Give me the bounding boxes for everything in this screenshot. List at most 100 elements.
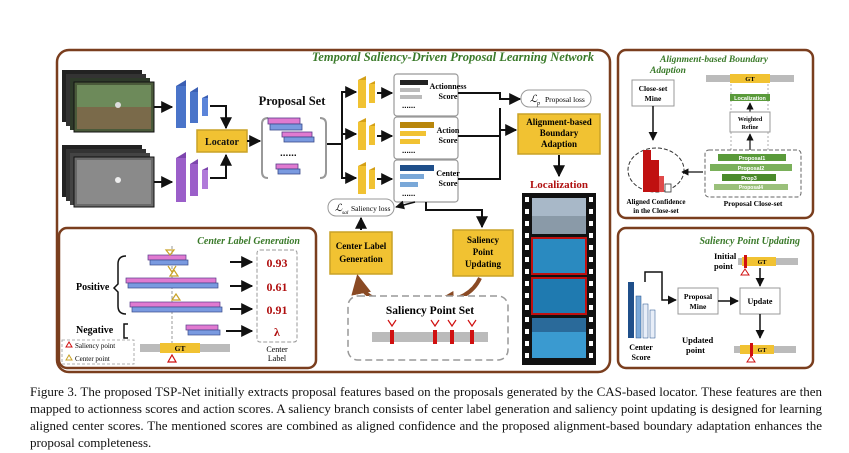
svg-text:Proposal Close-set: Proposal Close-set (724, 199, 783, 208)
svg-text:Saliency point: Saliency point (75, 342, 115, 350)
svg-text:Updated: Updated (682, 335, 713, 345)
center-label-value-2: 0.61 (267, 280, 288, 294)
svg-text:Alignment-based: Alignment-based (526, 117, 592, 127)
svg-text:Adaption: Adaption (541, 139, 577, 149)
svg-text:Adaption: Adaption (649, 66, 686, 76)
closeset-mine-box (631, 79, 675, 107)
svg-text:......: ...... (280, 148, 297, 159)
svg-text:......: ...... (402, 101, 415, 110)
svg-text:Localization: Localization (734, 96, 766, 102)
svg-text:Center point: Center point (75, 355, 110, 363)
svg-text:Saliency: Saliency (467, 235, 500, 245)
svg-text:Score: Score (632, 353, 651, 362)
svg-text:ℒ: ℒ (335, 203, 343, 214)
center-label-value-1: 0.93 (267, 256, 288, 270)
svg-text:GT: GT (175, 344, 186, 353)
svg-text:......: ...... (402, 189, 415, 198)
update-box (739, 287, 781, 315)
actionness-label-1: Actionness (430, 82, 467, 91)
svg-text:Aligned Confidence: Aligned Confidence (627, 198, 686, 206)
saliency-loss: ℒ sal Saliency loss (327, 198, 395, 217)
main-title: Temporal Saliency-Driven Proposal Learni… (312, 50, 595, 64)
center-label-generation-box (329, 231, 393, 275)
action-label-1: Action (437, 126, 460, 135)
center-label-panel-title: Center Label Generation (197, 236, 300, 247)
figure-caption: Figure 3. The proposed TSP-Net initially… (30, 384, 822, 450)
rgb-frames (62, 70, 155, 133)
head-actionness (358, 76, 375, 108)
head-action (358, 118, 375, 150)
actionness-score-card: ...... Actionness Score (393, 73, 467, 117)
svg-text:Update: Update (748, 297, 773, 306)
flow-encoder (176, 152, 208, 202)
proposal-set-label: Proposal Set (259, 94, 327, 108)
center-label-legend: Saliency point Center point (61, 339, 135, 365)
svg-text:Center: Center (266, 345, 288, 354)
center-label-value-3: 0.91 (267, 303, 288, 317)
svg-text:Mine: Mine (690, 302, 707, 311)
svg-text:Proposal2: Proposal2 (738, 166, 765, 172)
center-label-value-4: λ (274, 325, 280, 339)
center-label-2: Score (439, 179, 458, 188)
rgb-encoder (176, 80, 208, 128)
svg-text:in the Close-set: in the Close-set (633, 207, 679, 215)
center-score-card: ...... Center Score (393, 159, 460, 203)
svg-text:Saliency loss: Saliency loss (351, 204, 390, 213)
svg-text:Prop3: Prop3 (741, 176, 757, 182)
svg-text:ℒ: ℒ (530, 94, 538, 105)
main-panel (55, 48, 612, 374)
svg-text:Proposal1: Proposal1 (739, 156, 766, 162)
svg-text:Alignment-based Boundary: Alignment-based Boundary (659, 55, 769, 65)
head-center (358, 162, 375, 194)
svg-text:Center Label: Center Label (336, 241, 387, 251)
proposal-loss: ℒ p Proposal loss (520, 89, 592, 108)
svg-text:Proposal4: Proposal4 (739, 185, 763, 191)
action-score-card: ...... Action Score (393, 116, 460, 160)
svg-text:Boundary: Boundary (540, 128, 579, 138)
positive-proposals (125, 249, 223, 336)
svg-text:Proposal: Proposal (684, 292, 712, 301)
actionness-label-2: Score (439, 92, 458, 101)
localization-label: Localization (530, 179, 588, 191)
proposal-mine-box (677, 287, 719, 315)
svg-text:Close-set: Close-set (639, 84, 668, 93)
svg-text:Label: Label (268, 354, 287, 363)
svg-text:Point: Point (473, 247, 494, 257)
center-label-1: Center (436, 169, 460, 178)
center-label-value-box (256, 249, 298, 343)
svg-text:Refine: Refine (742, 125, 759, 131)
saliency-point-track (372, 319, 488, 344)
svg-text:GT: GT (758, 348, 767, 354)
boundary-adaption-box (517, 113, 601, 155)
svg-text:Initial: Initial (714, 251, 737, 261)
weighted-refine-box (729, 111, 771, 133)
flow-frames (62, 145, 155, 208)
svg-text:sal: sal (342, 210, 349, 216)
svg-text:Mine: Mine (645, 94, 662, 103)
locator-label: Locator (205, 137, 239, 148)
center-label-gt-bar: GT (140, 343, 230, 363)
svg-text:GT: GT (758, 260, 767, 266)
saliency-point-set-label: Saliency Point Set (386, 305, 474, 317)
proposal-set-bracket (261, 117, 327, 179)
saliency-point-set-box (347, 295, 509, 361)
svg-text:Negative: Negative (76, 325, 114, 336)
svg-text:point: point (714, 261, 733, 271)
svg-text:point: point (686, 345, 705, 355)
svg-text:Positive: Positive (76, 282, 110, 293)
action-label-2: Score (439, 136, 458, 145)
svg-text:Proposal loss: Proposal loss (545, 95, 585, 104)
svg-text:Saliency Point Updating: Saliency Point Updating (699, 236, 800, 247)
svg-text:Generation: Generation (339, 254, 383, 264)
proposal-features: ...... (267, 117, 315, 175)
saliency-point-updating-box (452, 229, 514, 277)
svg-text:Center: Center (629, 343, 653, 352)
svg-text:Weighted: Weighted (738, 117, 763, 123)
svg-text:Updating: Updating (465, 259, 502, 269)
svg-text:GT: GT (745, 76, 755, 83)
center-score-bars (628, 282, 656, 339)
svg-text:p: p (536, 101, 540, 107)
svg-text:......: ...... (402, 146, 415, 155)
localization-film (522, 193, 596, 365)
